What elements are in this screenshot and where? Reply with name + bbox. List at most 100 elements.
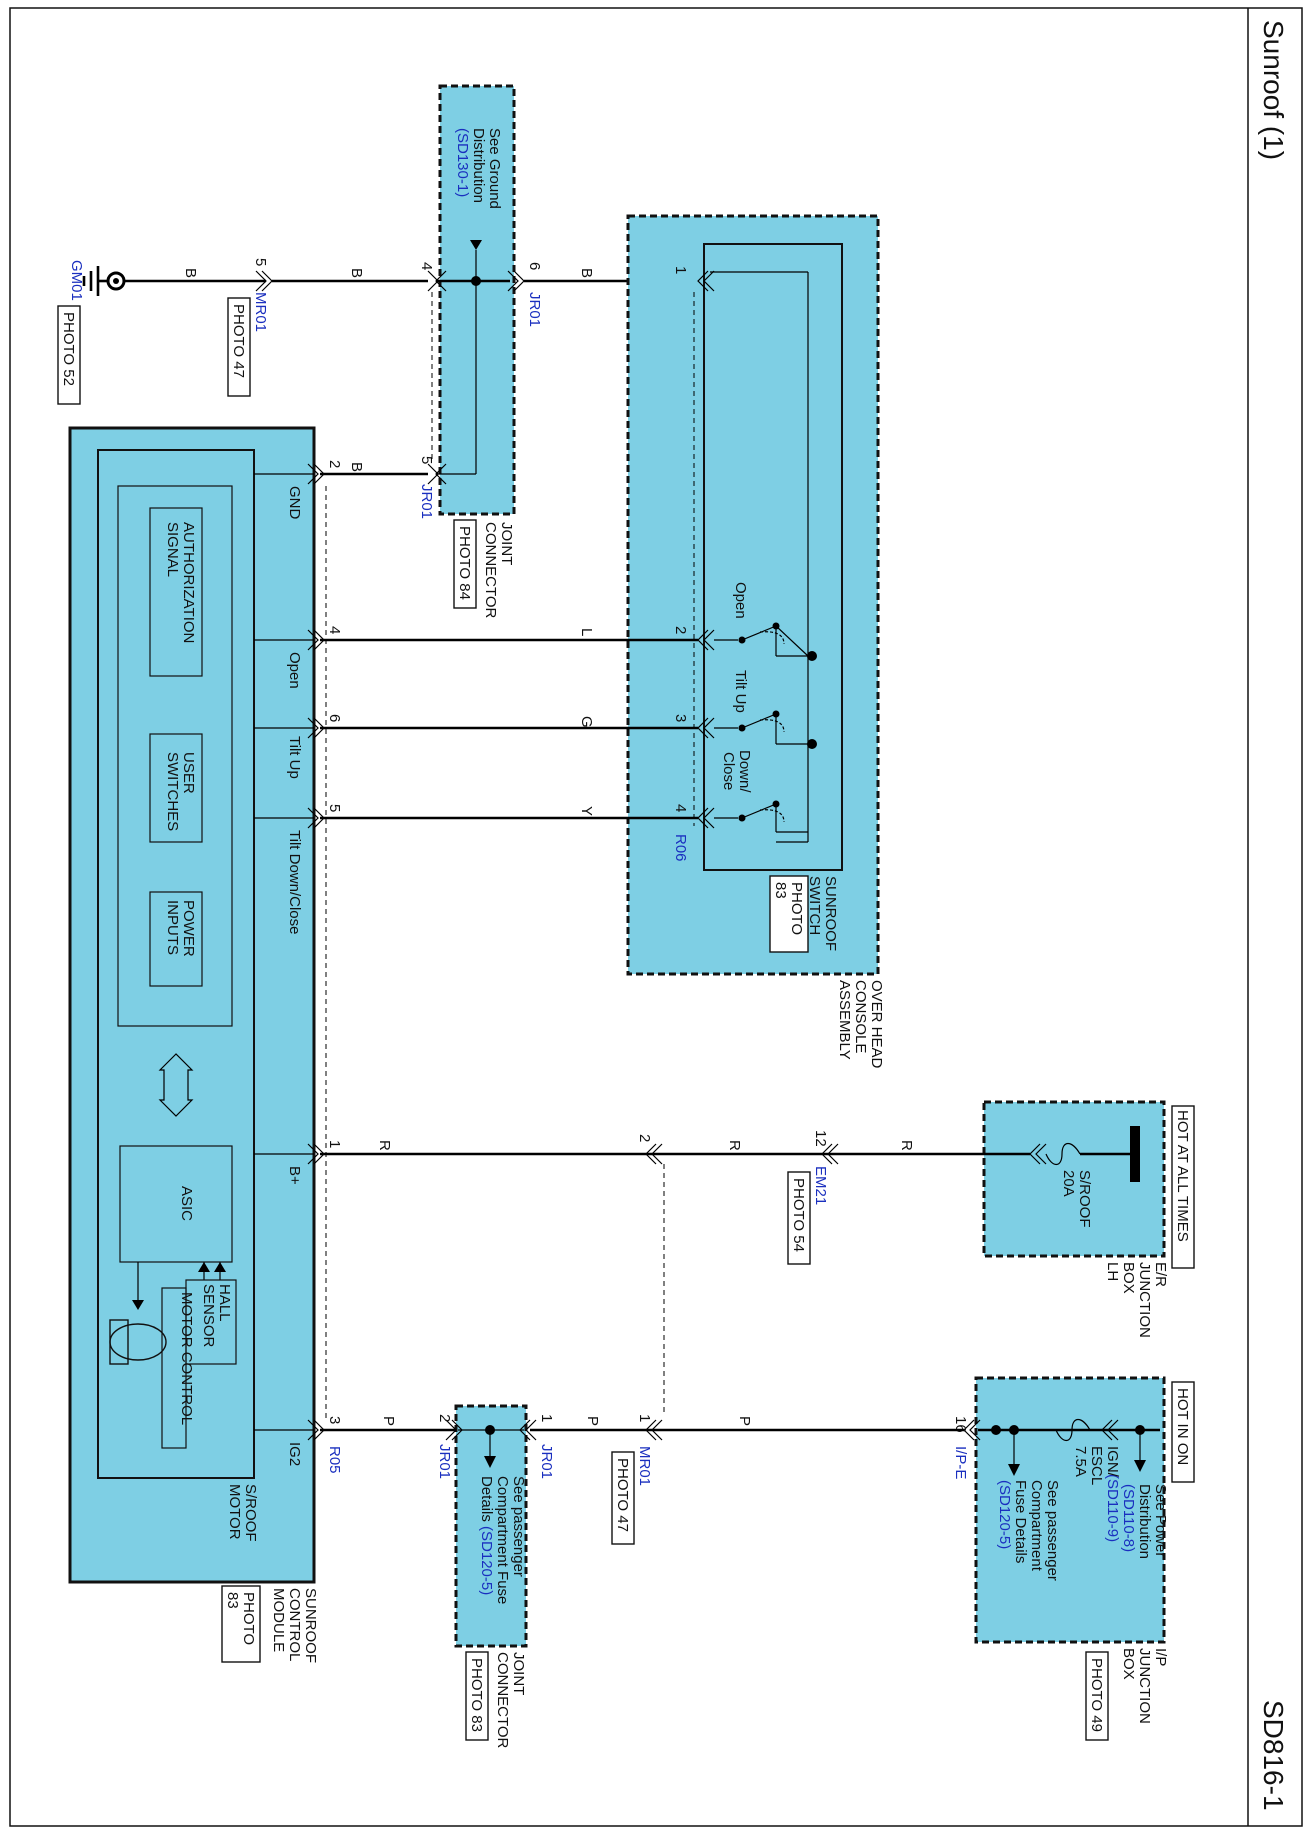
mr01-bottom-photo: PHOTO 47 [614, 1458, 631, 1532]
module-label-open: Open [286, 652, 303, 689]
em21-pin: 12 [812, 1130, 829, 1147]
joint-top-pin-c: 5 [418, 456, 435, 464]
module-label-bplus: B+ [286, 1166, 303, 1185]
module-terminals: 2 4 6 5 1 3 R05 GND Open Tilt Up Tilt Do… [286, 460, 343, 1474]
overhead-pin-2: 2 [672, 626, 689, 634]
switch-photo-2: 83 [772, 882, 789, 899]
ip-fuse-note-3: Fuse Details [1012, 1480, 1029, 1563]
ip-name-1: I/P [1152, 1648, 1169, 1666]
module-wire-gnd-color: B [348, 462, 365, 472]
ip-power-ref-1: (SD110-8) [1120, 1484, 1137, 1552]
sunroof-control-module: AUTHORIZATION SIGNAL USER SWITCHES POWER… [68, 426, 343, 1663]
module-name-1: SUNROOF [302, 1588, 319, 1663]
joint-top-photo: PHOTO 84 [456, 526, 473, 600]
module-label-tiltdown: Tilt Down/Close [286, 830, 303, 934]
overhead-pin-1: 1 [672, 266, 689, 274]
mr01-bottom-id: MR01 [636, 1446, 653, 1486]
er-name-3: BOX [1120, 1262, 1137, 1294]
bplus-wire-color-2: R [726, 1140, 743, 1151]
block-motor-control: MOTOR CONTROL [178, 1292, 195, 1425]
block-asic: ASIC [178, 1186, 195, 1221]
bplus-wire-color-3: R [376, 1140, 393, 1151]
module-pin-gnd: 2 [326, 460, 343, 468]
overhead-pin-4: 4 [672, 804, 689, 812]
joint-bottom-pin-a: 2 [436, 1414, 453, 1422]
joint-top-jr01-bottom: JR01 [418, 484, 435, 519]
module-photo-2: 83 [224, 1592, 241, 1609]
em21-id: EM21 [812, 1166, 829, 1205]
ig2-wire-color-1: P [736, 1416, 753, 1426]
mr01-bottom-pin: 1 [636, 1414, 653, 1422]
module-panel [68, 426, 316, 1584]
ip-fuse-note-2: Compartment [1028, 1480, 1045, 1572]
ip-power-note-1: See Power [1152, 1484, 1169, 1557]
switch-name-2: SWITCH [806, 876, 823, 935]
block-power-1: POWER [180, 900, 197, 957]
joint-top-jr01-right: JR01 [526, 292, 543, 327]
module-pin-tiltdown: 5 [326, 804, 343, 812]
er-header: HOT AT ALL TIMES [1174, 1110, 1191, 1242]
joint-top-pin-a: 4 [418, 262, 435, 270]
bplus-wire-color-1: R [898, 1140, 915, 1151]
er-fuse-name: S/ROOF [1076, 1170, 1093, 1228]
joint-connector-top: See Ground Distribution (SD130-1) 4 6 JR… [418, 84, 543, 619]
wire-open-color: L [578, 628, 595, 636]
joint-top-pin-b: 6 [526, 262, 543, 270]
er-junction-box: HOT AT ALL TIMES S/ROOF 20A E/R JUNCTION… [982, 1100, 1195, 1338]
ip-fuse-1: IGN/ [1104, 1446, 1121, 1478]
joint-connector-bottom: 2 JR01 1 JR01 See passenger Compartment … [436, 1404, 555, 1749]
signal-wires: L G Y B [320, 462, 698, 820]
joint-top-note-2: Distribution [470, 128, 487, 203]
wire-tiltup-color: G [578, 716, 595, 728]
joint-top-ref: (SD130-1) [454, 128, 471, 197]
ipe-pin: 16 [952, 1416, 969, 1433]
block-user-1: USER [180, 752, 197, 794]
overhead-r06: R06 [672, 834, 689, 862]
ip-junction-box: HOT IN ON See Power Distribution (SD110-… [952, 1376, 1195, 1741]
module-name-3: MODULE [270, 1588, 287, 1652]
joint-top-name-2: CONNECTOR [482, 522, 499, 619]
module-label-ig2: IG2 [286, 1442, 303, 1466]
joint-bottom-note-1: See passenger [510, 1476, 527, 1577]
mr01-joint-wire-color: B [348, 268, 365, 278]
joint-bottom-note-3: Details (SD120-5) [478, 1476, 495, 1595]
ip-fuse-note-1: See passenger [1044, 1480, 1061, 1581]
mr01-top-photo: PHOTO 47 [230, 304, 247, 378]
ip-fuse-ref: (SD120-5) [996, 1480, 1013, 1549]
motor-name-1: S/ROOF [242, 1484, 259, 1542]
inline2-pin: 2 [636, 1134, 653, 1142]
module-name-2: CONTROL [286, 1588, 303, 1661]
module-pin-ig2: 3 [326, 1416, 343, 1424]
joint-bottom-name-1: JOINT [510, 1652, 527, 1695]
joint-bottom-name-2: CONNECTOR [494, 1652, 511, 1749]
er-name-4: LH [1104, 1262, 1121, 1281]
joint-connector-bottom-panel [454, 1404, 528, 1648]
overhead-name-3: ASSEMBLY [836, 980, 853, 1060]
ip-power-ref-2: (SD110-9) [1104, 1474, 1121, 1542]
overhead-pin-3: 3 [672, 714, 689, 722]
switch-name-1: SUNROOF [822, 876, 839, 951]
module-r05: R05 [326, 1446, 343, 1474]
ground-photo: PHOTO 52 [60, 312, 77, 386]
page-title: Sunroof (1) [1258, 20, 1289, 160]
sunroof-switch-box [703, 243, 843, 871]
joint-top-name-1: JOINT [498, 522, 515, 565]
em21-photo: PHOTO 54 [790, 1178, 807, 1252]
overhead-name-1: OVER HEAD [868, 980, 885, 1069]
ip-name-3: BOX [1120, 1648, 1137, 1680]
ip-photo: PHOTO 49 [1088, 1658, 1105, 1732]
ground-wire-color: B [182, 268, 199, 278]
joint-bottom-pin-b: 1 [538, 1414, 555, 1422]
block-hall-1: HALL [216, 1284, 233, 1322]
module-pin-tiltup: 6 [326, 714, 343, 722]
joint-bottom-jr01-left: JR01 [436, 1444, 453, 1479]
overhead-console-panel [626, 214, 880, 976]
switch-label-open: Open [732, 582, 749, 619]
block-power-2: INPUTS [164, 900, 181, 955]
joint-bottom-note-2: Compartment Fuse [494, 1476, 511, 1604]
overhead-name-2: CONSOLE [852, 980, 869, 1053]
page-code: SD816-1 [1258, 1700, 1289, 1811]
switch-label-down-close-1: Down/ [736, 750, 753, 793]
er-fuse-rating: 20A [1060, 1170, 1077, 1197]
